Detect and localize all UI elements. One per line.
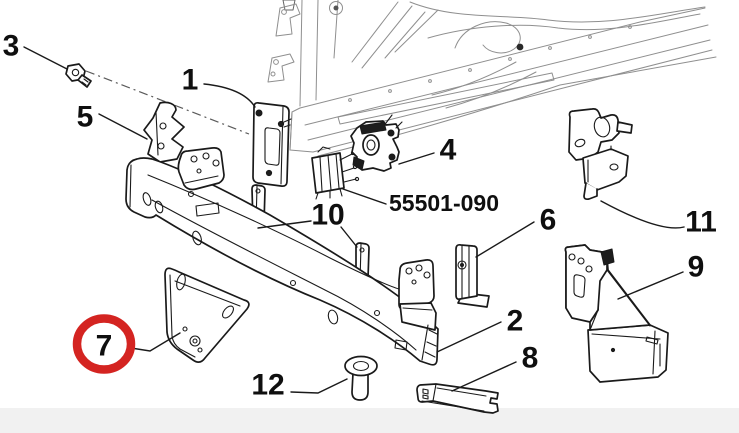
bracket-part-11 <box>568 107 633 201</box>
part-label-5[interactable]: 5 <box>77 101 94 134</box>
beam-part-2 <box>125 146 439 366</box>
bracket-part-6 <box>455 243 490 308</box>
part-label-1[interactable]: 1 <box>182 64 199 97</box>
part-label-12[interactable]: 12 <box>251 369 284 402</box>
component-part-55501-090 <box>311 146 360 200</box>
part-label-9[interactable]: 9 <box>688 251 705 284</box>
part-label-2[interactable]: 2 <box>507 305 524 338</box>
bracket-part-5 <box>143 101 185 163</box>
bottom-band <box>0 408 739 433</box>
part-label-10[interactable]: 10 <box>311 199 344 232</box>
grommet-part-12 <box>344 355 378 401</box>
bolt-part-3 <box>65 63 92 88</box>
bracket-part-9 <box>564 244 669 383</box>
mount-part-4 <box>350 114 403 172</box>
part-label-7[interactable]: 7 <box>96 330 113 363</box>
part-label-11[interactable]: 11 <box>685 206 717 239</box>
gusset-part-7 <box>164 267 250 363</box>
plate-part-1 <box>252 101 292 187</box>
part-label-4[interactable]: 4 <box>440 134 457 167</box>
part-label-8[interactable]: 8 <box>522 342 539 375</box>
strap-part-8 <box>416 383 499 414</box>
highlight-ring-part-7 <box>72 314 136 374</box>
part-label-6[interactable]: 6 <box>540 204 557 237</box>
part-number-label[interactable]: 55501-090 <box>389 190 499 216</box>
leader-lines <box>23 46 685 394</box>
part-label-3[interactable]: 3 <box>3 30 20 63</box>
frame-assembly-drawing <box>267 0 717 157</box>
